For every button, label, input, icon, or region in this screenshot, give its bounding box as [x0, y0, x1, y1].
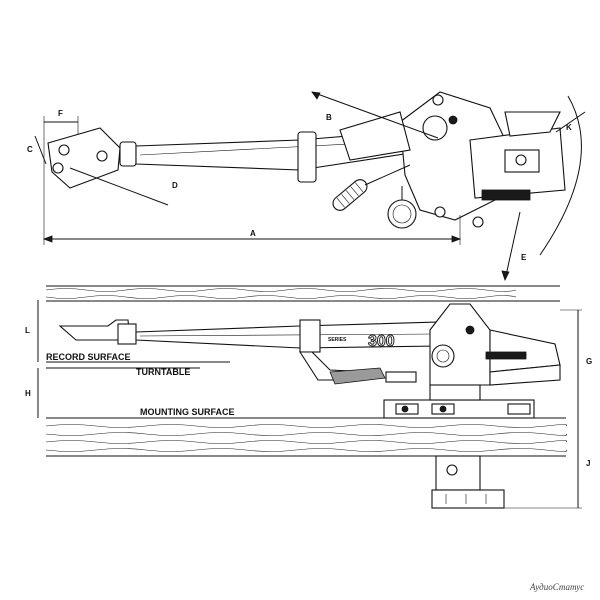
dim-label-g: G — [586, 357, 592, 366]
record-surface-label: RECORD SURFACE — [46, 352, 131, 362]
dim-label-c: C — [27, 145, 33, 154]
dim-b-arrow — [311, 91, 321, 100]
tracking-force-dial — [387, 199, 417, 229]
dim-label-l: L — [25, 326, 30, 335]
dim-b-line — [311, 91, 439, 139]
headshell — [47, 127, 121, 189]
tracking-force-dial-ring — [392, 204, 412, 224]
arm-series-text: SERIES — [328, 337, 347, 343]
wood-grain-3 — [45, 440, 568, 444]
dim-label-b: B — [326, 113, 332, 122]
platter-wave-bottom — [45, 295, 517, 299]
side-counterweight-strip — [485, 351, 527, 360]
housing-screw-bottom — [472, 216, 484, 228]
cue-platform — [385, 371, 417, 383]
side-view: SERIES 300 RECORD SURFACE TURNTABLE — [25, 285, 592, 509]
dim-k-line — [555, 111, 586, 133]
anti-skate-knob-side — [431, 344, 455, 368]
headshell-screw-top — [58, 144, 70, 156]
side-headshell — [58, 319, 131, 341]
headshell-screw-rear — [96, 150, 108, 162]
dim-e-line — [504, 211, 521, 281]
dim-label-a: A — [250, 229, 256, 238]
housing-screw-left — [434, 206, 446, 218]
anti-skate-dial — [422, 115, 448, 141]
headshell-screw-bottom — [52, 162, 64, 174]
pivot-tower — [429, 303, 491, 386]
under-post-screw — [446, 464, 458, 476]
watermark: АудиоСтатус — [529, 582, 584, 592]
dim-label-h: H — [25, 389, 31, 398]
dim-e-arrow — [501, 270, 510, 282]
side-arm-collar — [299, 319, 321, 353]
swing-arc — [539, 95, 582, 256]
cue-lever — [332, 179, 368, 211]
dim-label-j: J — [586, 459, 590, 468]
wood-grain-4 — [45, 448, 568, 452]
turntable-label: TURNTABLE — [136, 367, 190, 377]
side-headshell-collar — [117, 323, 137, 345]
arm-collar — [297, 131, 317, 183]
counterweight-label-plate — [481, 189, 531, 201]
mounting-surface-label: MOUNTING SURFACE — [140, 407, 235, 417]
dim-label-f: F — [58, 109, 63, 118]
dim-a-arrow-right — [451, 235, 462, 243]
base-screw-left — [401, 405, 409, 413]
side-arm-line — [139, 333, 437, 337]
dim-c-line — [34, 135, 47, 165]
dim-label-d: D — [172, 181, 178, 190]
platter-wave-top — [45, 288, 517, 292]
wood-grain-2 — [45, 432, 568, 436]
base-slot-right — [507, 403, 531, 415]
dim-label-k: K — [566, 123, 572, 132]
housing-screw-top — [432, 94, 444, 106]
dim-d-line — [69, 167, 169, 206]
pivot-screw — [448, 115, 458, 125]
base-screw-mid — [439, 405, 447, 413]
arm-lift-plate — [339, 111, 411, 161]
counterweight-fin — [504, 111, 561, 137]
pivot-bearing-dot — [465, 325, 475, 335]
under-post — [435, 455, 481, 491]
pivot-collar — [429, 384, 481, 401]
arm-model-marking: 300 — [368, 333, 395, 350]
headshell-collar — [119, 141, 137, 167]
top-view: A B C D E F K — [27, 91, 586, 282]
dim-a-arrow-left — [42, 235, 53, 243]
wood-grain-1 — [45, 424, 568, 428]
under-post-foot — [431, 489, 505, 509]
counterweight-knob — [515, 154, 527, 166]
cue-lever-side — [329, 367, 386, 385]
dim-label-e: E — [521, 253, 527, 262]
anti-skate-knob-inner — [436, 349, 450, 363]
side-counterweight-base — [489, 364, 561, 386]
cue-lever-shaft — [364, 164, 411, 186]
